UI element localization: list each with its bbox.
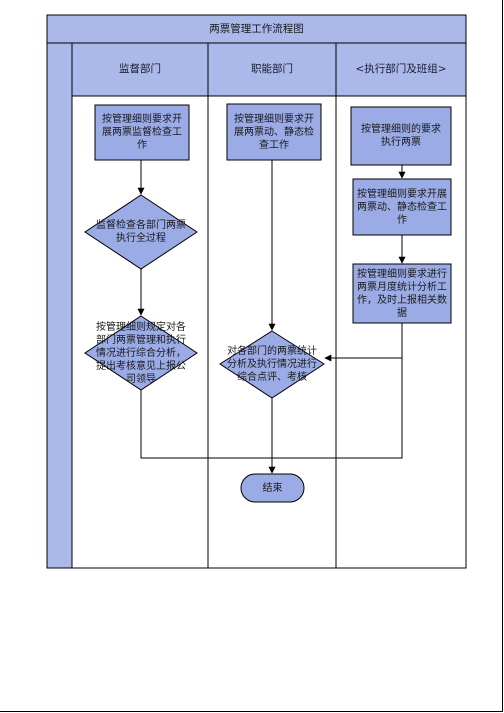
title-band xyxy=(46,14,467,44)
node-exec-start-box xyxy=(350,106,452,166)
lane-header-supervision: 监督部门 xyxy=(119,63,161,75)
node-supervise-check-label: 监督检查各部门两票执行全过程 xyxy=(96,220,186,244)
lane-header-band xyxy=(71,42,467,97)
node-supervise-start-box xyxy=(94,104,190,161)
node-func-start-label: 按管理细则要求开展两票动、静态检查工作 xyxy=(234,113,314,151)
diagram-title: 两票管理工作流程图 xyxy=(209,22,304,35)
lane-header-execution: <执行部门及班组> xyxy=(355,63,447,75)
left-strip xyxy=(46,42,73,569)
node-exec-check-label: 按管理细则要求开展两票动、静态检查工作 xyxy=(357,188,447,226)
node-exec-stats-box xyxy=(352,263,452,324)
connector-exec-down xyxy=(272,358,403,459)
node-func-eval-label: 对各部门的两票统计分析及执行情况进行综合点评、考核 xyxy=(227,345,317,383)
node-supervise-report-label: 按管理细则规定对各部门两票管理和执行情况进行综合分析，提出考核意见上报公司领导 xyxy=(96,321,186,385)
lane-header-functional: 职能部门 xyxy=(251,63,293,75)
node-end-label: 结束 xyxy=(262,482,283,494)
node-func-start-box xyxy=(226,103,322,161)
node-exec-start-label: 按管理细则的要求执行两票 xyxy=(361,124,441,148)
node-end-terminator xyxy=(240,473,305,503)
node-exec-stats-label: 按管理细则要求进行两票月度统计分析工作，及时上报相关数据 xyxy=(357,268,447,319)
connector-supervise-report-down xyxy=(140,390,272,459)
node-supervise-start-label: 按管理细则要求开展两票监督检查工作 xyxy=(102,114,182,151)
node-exec-check-box xyxy=(352,178,452,236)
